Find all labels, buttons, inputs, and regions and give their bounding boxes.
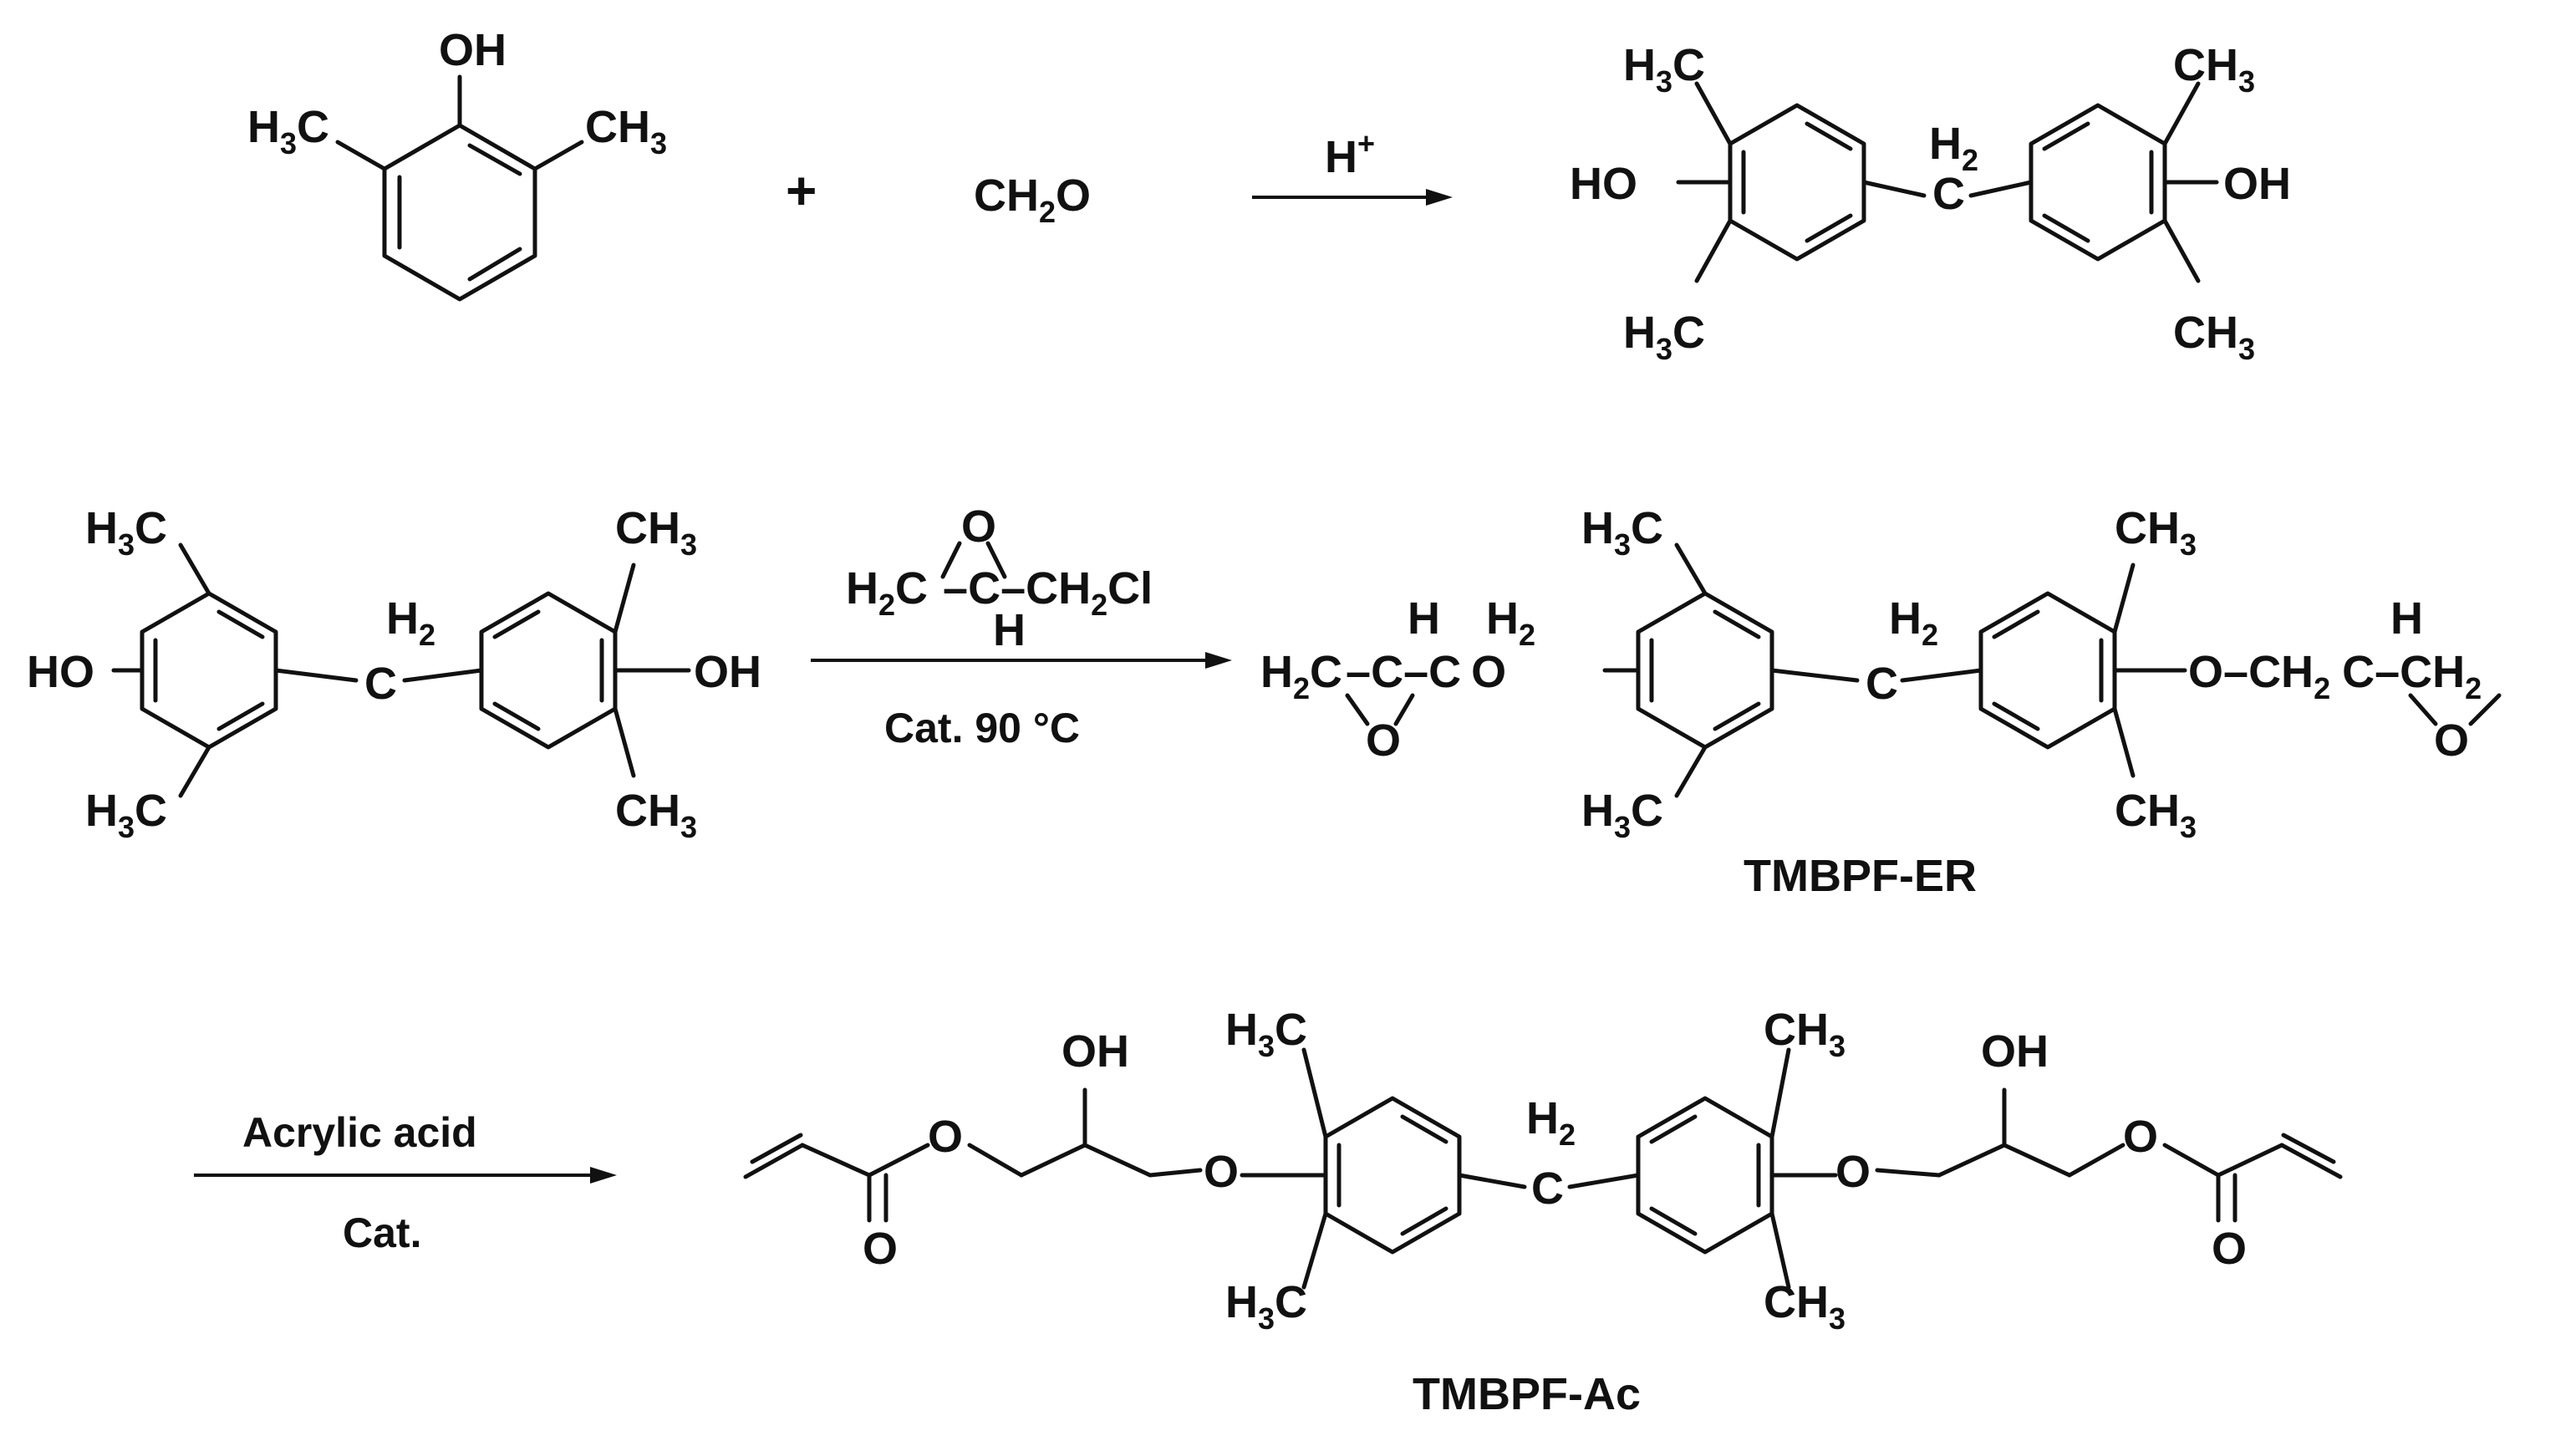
arrow-acrylation: Acrylic acid Cat. <box>194 1109 617 1256</box>
methylene-carbon: C <box>1531 1163 1564 1214</box>
formaldehyde-label: CH2O <box>974 171 1091 229</box>
methyl-label: H3C <box>85 503 167 562</box>
methyl-label: H3C <box>85 786 167 844</box>
acrylic-acid-label: Acrylic acid <box>242 1109 477 1156</box>
catalyst-label: Cat. <box>343 1209 421 1256</box>
methyl-label-right: CH3 <box>585 102 667 160</box>
methylene-carbon: C <box>1932 169 1965 219</box>
methylene-carbon: C <box>364 659 397 709</box>
ester-oxygen-left: O <box>928 1112 963 1162</box>
methyl-label: H3C <box>1581 503 1663 562</box>
hydroxyl-label-right: OH <box>2223 159 2291 209</box>
methyl-label: H3C <box>1623 308 1705 366</box>
glycidyl-left-h2: H2 <box>1486 593 1535 652</box>
glycidyl-right-h: H <box>2390 593 2423 644</box>
epoxide-oxygen: O <box>961 502 996 552</box>
epichlorohydrin-hydrogen: H <box>993 605 1026 655</box>
hydroxyl-label: OH <box>439 25 507 75</box>
reactant-2-6-dimethylphenol: OH H3C CH3 <box>247 25 667 302</box>
reactant-tmbpf: HO OH C H2 H3C H3C CH3 CH3 <box>27 503 761 844</box>
methyl-label-left: H3C <box>247 102 329 160</box>
methyl-label: CH3 <box>1764 1277 1845 1336</box>
methylene-hydrogens: H2 <box>1526 1093 1576 1152</box>
methylene-carbon: C <box>1866 659 1898 709</box>
methyl-label: H3C <box>1225 1005 1307 1063</box>
carbonyl-oxygen-right: O <box>2212 1224 2247 1274</box>
ester-oxygen-right: O <box>2123 1112 2158 1162</box>
methylene-hydrogens: H2 <box>386 593 435 652</box>
glycidyl-right-epoxide-o: O <box>2434 715 2469 766</box>
methyl-label: CH3 <box>615 503 697 562</box>
methyl-label: CH3 <box>2115 786 2197 844</box>
methyl-label: CH3 <box>1764 1005 1845 1063</box>
hydroxyl-right: OH <box>1981 1026 2049 1077</box>
hydroxyl-left: OH <box>1061 1026 1129 1077</box>
epichlorohydrin-formula: H2C–C–CH2Cl <box>846 563 1153 622</box>
methyl-label: CH3 <box>2173 308 2255 366</box>
methyl-label: H3C <box>1581 786 1663 844</box>
arrow-epoxidation: Cat. 90 °C <box>811 652 1232 751</box>
methyl-label: H3C <box>1623 40 1705 99</box>
methyl-label: CH3 <box>2173 40 2255 99</box>
hydroxyl-label-right: OH <box>694 647 761 697</box>
product-tmbpf-ac: O O OH O C H2 H3C H3C CH3 CH3 O <box>743 1005 2343 1419</box>
glycidyl-left-h: H <box>1408 593 1440 644</box>
methyl-label: CH3 <box>2115 503 2197 562</box>
arrow-acid-catalysis: H+ <box>1252 126 1453 206</box>
ether-oxygen-right: O <box>1835 1147 1871 1197</box>
product-tmbpf: HO OH C H2 H3C H3C CH3 CH3 <box>1570 40 2291 366</box>
methylene-hydrogens: H2 <box>1889 593 1938 652</box>
methyl-label: CH3 <box>615 786 697 844</box>
acid-condition-label: H+ <box>1325 126 1375 182</box>
ether-oxygen-left: O <box>1204 1147 1239 1197</box>
hydroxyl-label-left: HO <box>27 647 94 697</box>
epichlorohydrin-reagent: O H2C–C–CH2Cl H <box>846 502 1153 655</box>
plus-sign: + <box>786 160 817 221</box>
methylene-hydrogens: H2 <box>1929 119 1978 177</box>
epoxidation-condition-label: Cat. 90 °C <box>884 705 1080 751</box>
tmbpf-er-name: TMBPF-ER <box>1744 851 1977 901</box>
tmbpf-ac-name: TMBPF-Ac <box>1413 1369 1641 1419</box>
carbonyl-oxygen-left: O <box>863 1224 898 1274</box>
methyl-label: H3C <box>1225 1277 1307 1336</box>
hydroxyl-label-left: HO <box>1570 159 1637 209</box>
